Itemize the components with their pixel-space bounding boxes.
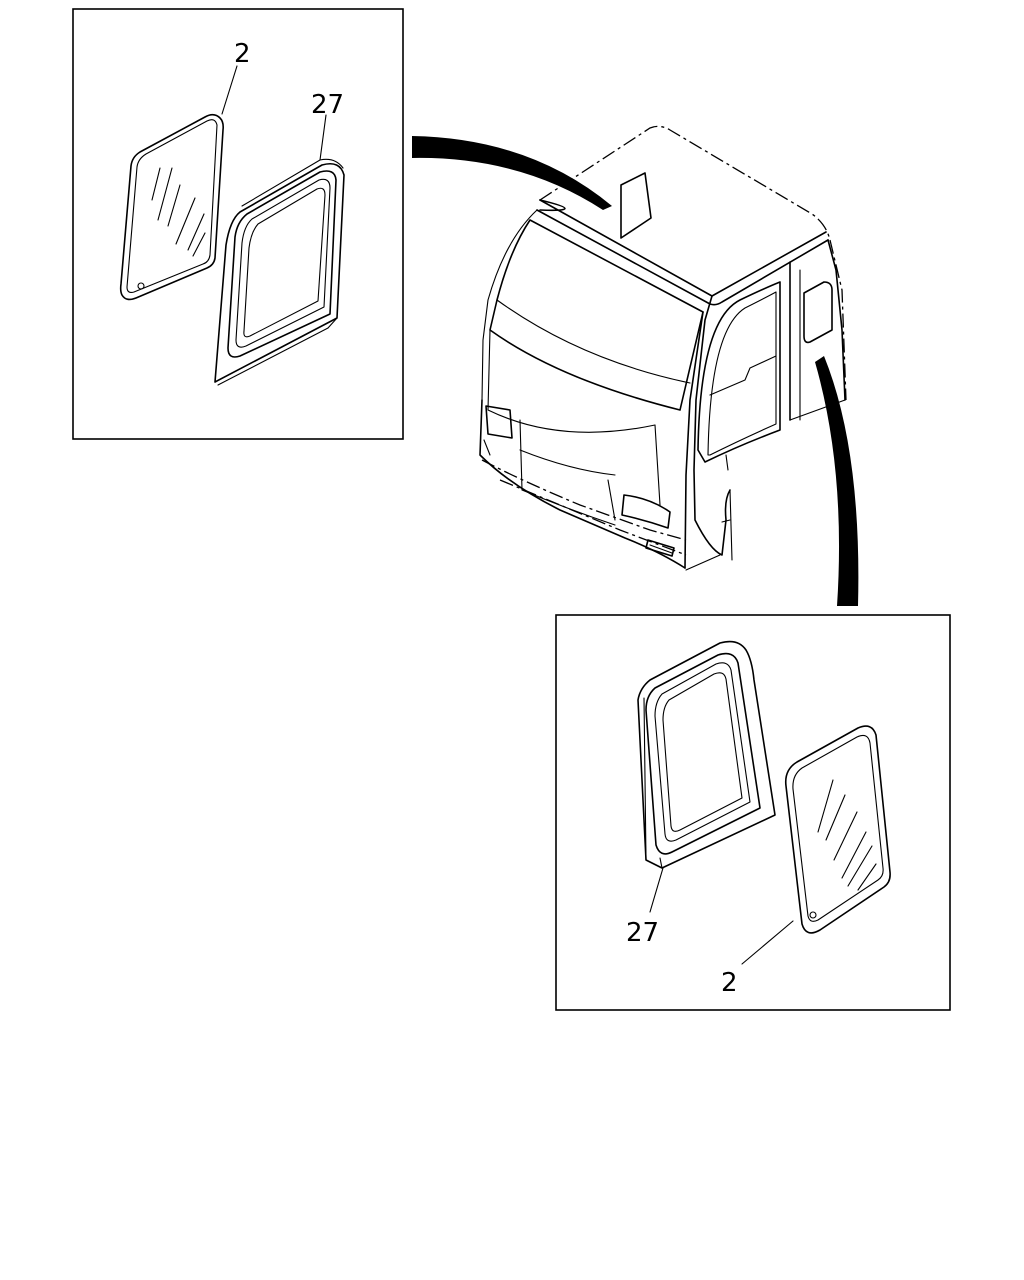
right-window-seal: [637, 640, 776, 869]
leader-left-seal: [319, 114, 327, 161]
left-side-glass: [119, 113, 224, 301]
right-detail-frame: [555, 614, 951, 1011]
pointer-to-right-window: [815, 356, 859, 606]
leader-right-seal: [649, 867, 664, 913]
left-window-seal: [214, 158, 345, 386]
callout-left-glass: 2: [234, 39, 251, 69]
leader-right-glass: [741, 920, 794, 965]
right-detail-box: 27 2: [555, 614, 951, 1011]
left-detail-frame: [72, 8, 404, 440]
callout-right-seal: 27: [626, 918, 659, 948]
truck-cab: [479, 125, 847, 571]
left-detail-box: 2 27: [72, 8, 404, 440]
leader-left-glass: [221, 65, 238, 115]
callout-left-seal: 27: [311, 90, 344, 120]
right-side-glass: [784, 725, 891, 934]
pointer-to-left-window: [412, 136, 612, 210]
callout-right-glass: 2: [721, 968, 738, 998]
